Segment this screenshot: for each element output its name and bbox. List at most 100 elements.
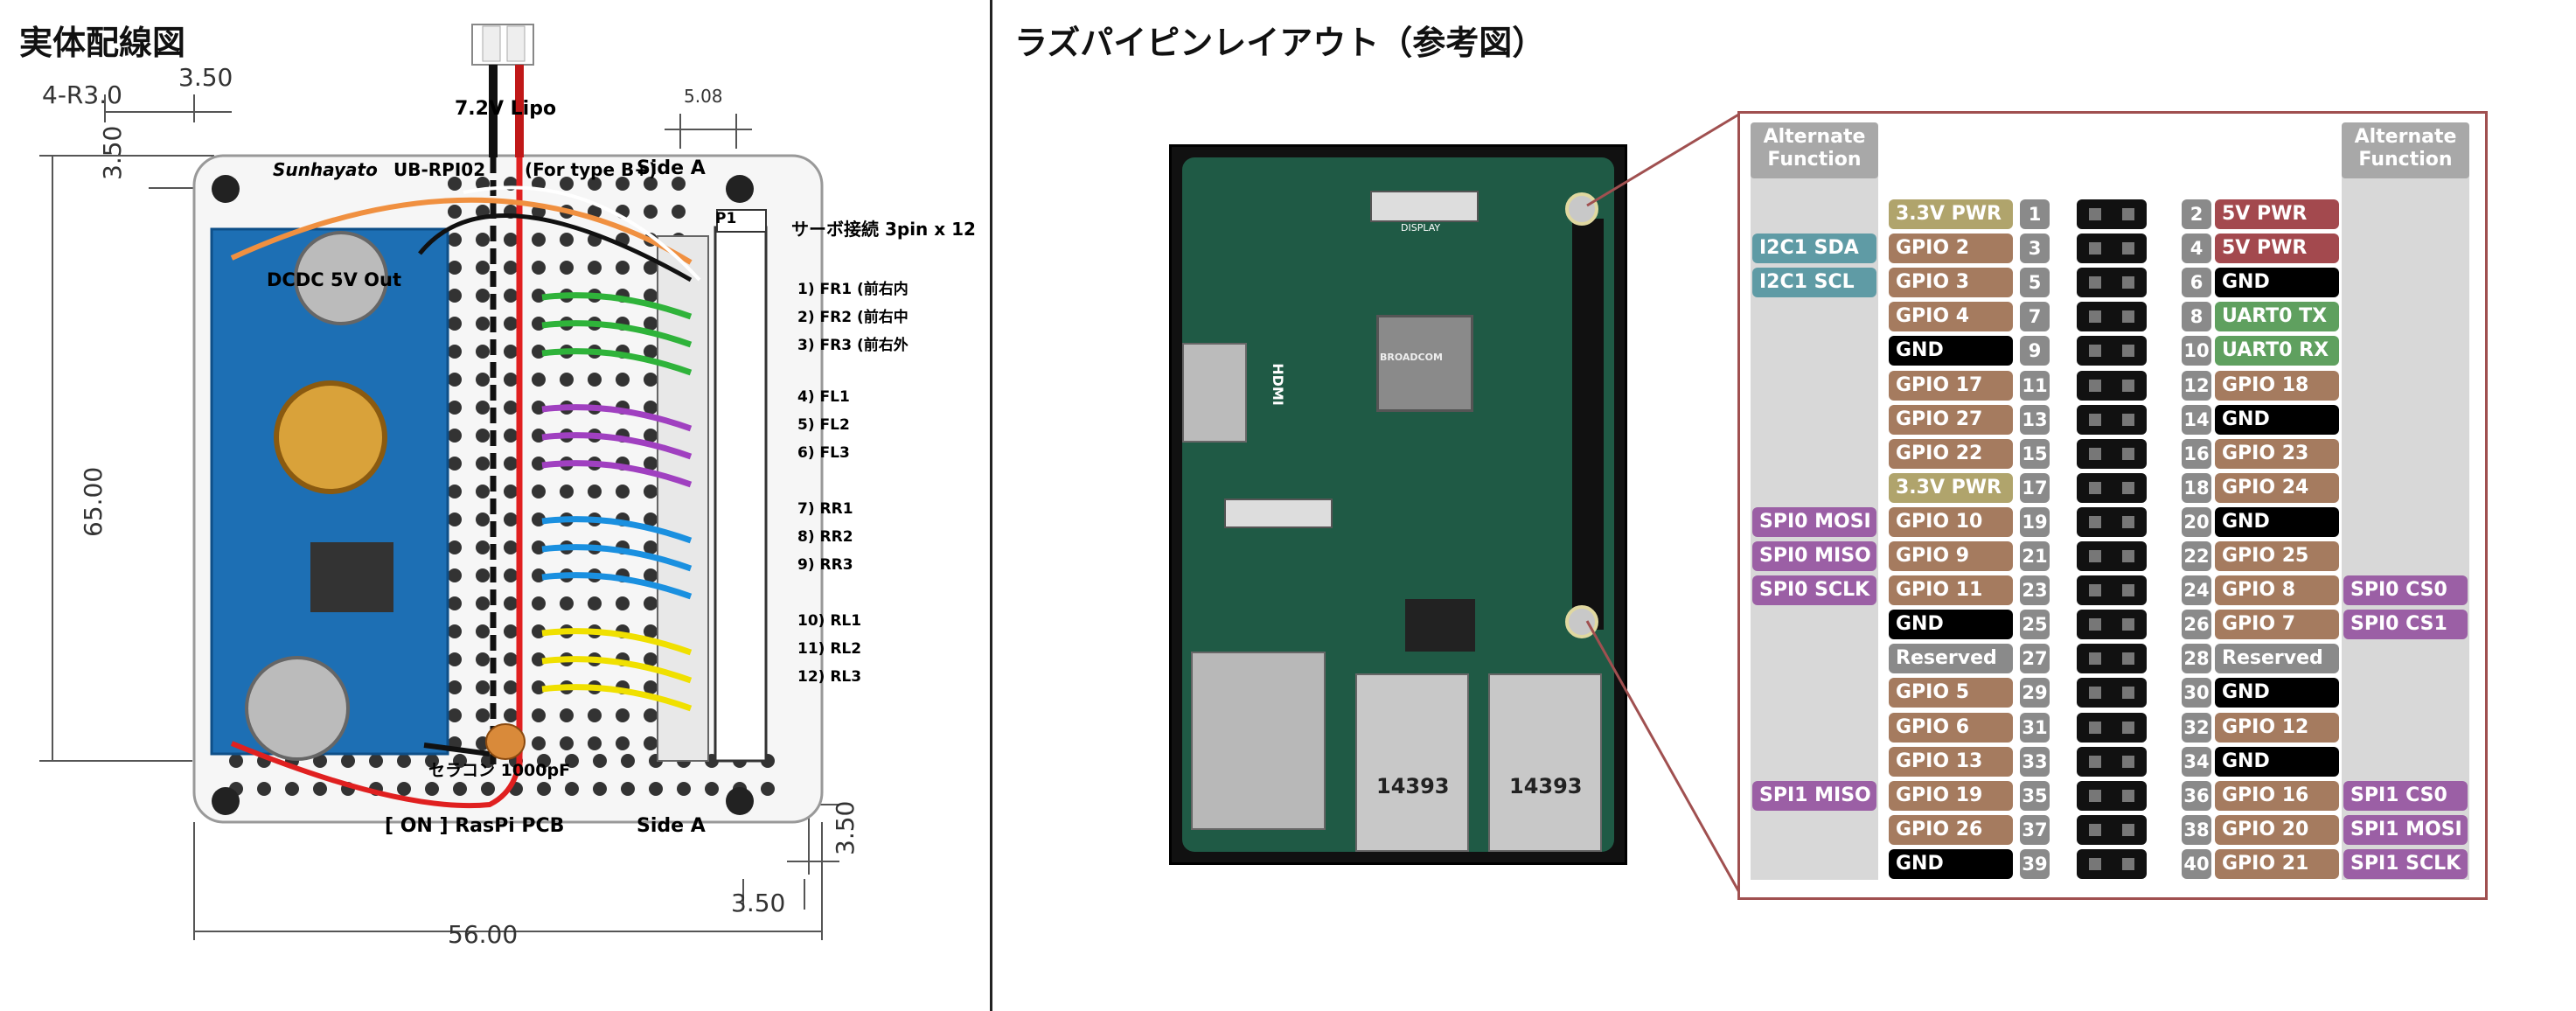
pin-number-right: 14 (2182, 404, 2211, 435)
pcb-hole (621, 754, 635, 768)
pcb-hole (644, 289, 658, 303)
servo-label: 3) FR3 (前右外 (797, 337, 909, 354)
servo-wire (541, 460, 693, 488)
header-pin (2122, 652, 2134, 666)
ceramic-label: セラコン 1000pF (428, 761, 571, 780)
pin-number-right: 16 (2182, 438, 2211, 469)
header-pin (2122, 584, 2134, 597)
pcb-hole (532, 708, 546, 722)
pcb-hole (616, 261, 630, 275)
board-type: (For type B+) (525, 159, 658, 180)
alt-function-label: SPI1 MOSI (2343, 814, 2468, 845)
dim-corner-hole: 4-R3.0 (42, 80, 122, 109)
rpi-photo: BROADCOM HDMI DISPLAY 14393 14393 (1169, 144, 1627, 865)
pcb-hole (616, 177, 630, 191)
pcb-hole (476, 345, 490, 359)
pcb-hole (476, 429, 490, 443)
pcb-hole (448, 596, 462, 610)
pcb-hole (448, 568, 462, 582)
header-pin (2122, 618, 2134, 631)
side-a-bottom: Side A (637, 815, 706, 837)
pcb-hole (504, 401, 518, 415)
pcb-hole (532, 289, 546, 303)
header-pin (2089, 823, 2101, 836)
rpi-ram-chip (1405, 599, 1475, 652)
header-pin (2089, 789, 2101, 802)
servo-wire (541, 516, 693, 544)
header-pin (2122, 242, 2134, 255)
header-pin-pair (2077, 438, 2147, 469)
pcb-hole (504, 457, 518, 471)
board-brand: Sunhayato (273, 159, 378, 180)
header-pin (2122, 447, 2134, 460)
pcb-hole (504, 512, 518, 526)
header-pin-pair (2077, 234, 2147, 264)
rpi-soc-label: BROADCOM (1380, 352, 1443, 363)
pin-label-right: GND (2215, 404, 2339, 435)
pin-label-left: GND (1889, 610, 2013, 640)
pin-label-right: 5V PWR (2215, 199, 2339, 229)
pin-number-right: 30 (2182, 678, 2211, 708)
pcb-hole (644, 429, 658, 443)
pcb-hole (448, 429, 462, 443)
header-pin (2089, 242, 2101, 255)
pcb-hole (532, 680, 546, 694)
pcb-hole (448, 401, 462, 415)
pin-label-right: GPIO 18 (2215, 370, 2339, 401)
alt-header-left-line2: Function (1767, 149, 1862, 171)
pcb-hole (644, 680, 658, 694)
pcb-hole (229, 754, 243, 768)
servo-wire (541, 656, 693, 684)
pcb-hole (672, 177, 686, 191)
pcb-hole (481, 782, 495, 796)
header-pin (2122, 481, 2134, 494)
header-pin-pair (2077, 575, 2147, 606)
dim-pitch: 5.08 (684, 86, 723, 107)
header-pin (2089, 687, 2101, 700)
servo-wire (541, 348, 693, 376)
pcb-hole (476, 457, 490, 471)
pcb-hole (644, 624, 658, 638)
pcb-hole (448, 540, 462, 554)
pin-number-right: 8 (2182, 302, 2211, 332)
pin-label-right: GPIO 24 (2215, 472, 2339, 503)
pcb-hole (532, 429, 546, 443)
servo-wire (541, 544, 693, 572)
pcb-hole (504, 289, 518, 303)
pcb-hole (560, 373, 574, 387)
pcb-hole (532, 401, 546, 415)
pcb-hole (532, 568, 546, 582)
pin-number-left: 23 (2020, 575, 2050, 606)
dcdc-label: DCDC 5V Out (267, 269, 402, 290)
pcb-hole (593, 782, 607, 796)
pcb-hole (644, 512, 658, 526)
pcb-hole (504, 596, 518, 610)
rpi-display-connector (1370, 191, 1479, 222)
pcb-hole (560, 708, 574, 722)
pcb-hole (644, 596, 658, 610)
pcb-hole (476, 568, 490, 582)
pcb-hole (476, 596, 490, 610)
pin-label-right: Reserved (2215, 644, 2339, 674)
pcb-hole (476, 652, 490, 666)
pcb-hole (476, 540, 490, 554)
pin-label-right: UART0 TX (2215, 302, 2339, 332)
pcb-hole (649, 782, 663, 796)
pcb-hole (537, 782, 551, 796)
alt-function-label: SPI0 CS0 (2343, 575, 2468, 606)
pcb-hole (257, 782, 271, 796)
header-pin-pair (2077, 506, 2147, 537)
rpi-usb-port-left (1355, 673, 1469, 852)
alt-function-label: SPI0 CS1 (2343, 610, 2468, 640)
pin-number-right: 34 (2182, 746, 2211, 777)
pin-label-left: GPIO 27 (1889, 404, 2013, 435)
pin-number-left: 25 (2020, 610, 2050, 640)
servo-label: 2) FR2 (前右中 (797, 309, 909, 326)
pcb-hole (425, 782, 439, 796)
rpi-usb-label-right: 14393 (1509, 774, 1583, 798)
alt-function-label: SPI0 MOSI (1752, 506, 1876, 537)
pcb-hole (448, 233, 462, 247)
pin-label-left: GPIO 17 (1889, 370, 2013, 401)
pin-label-left: GPIO 6 (1889, 712, 2013, 743)
header-pin-pair (2077, 678, 2147, 708)
